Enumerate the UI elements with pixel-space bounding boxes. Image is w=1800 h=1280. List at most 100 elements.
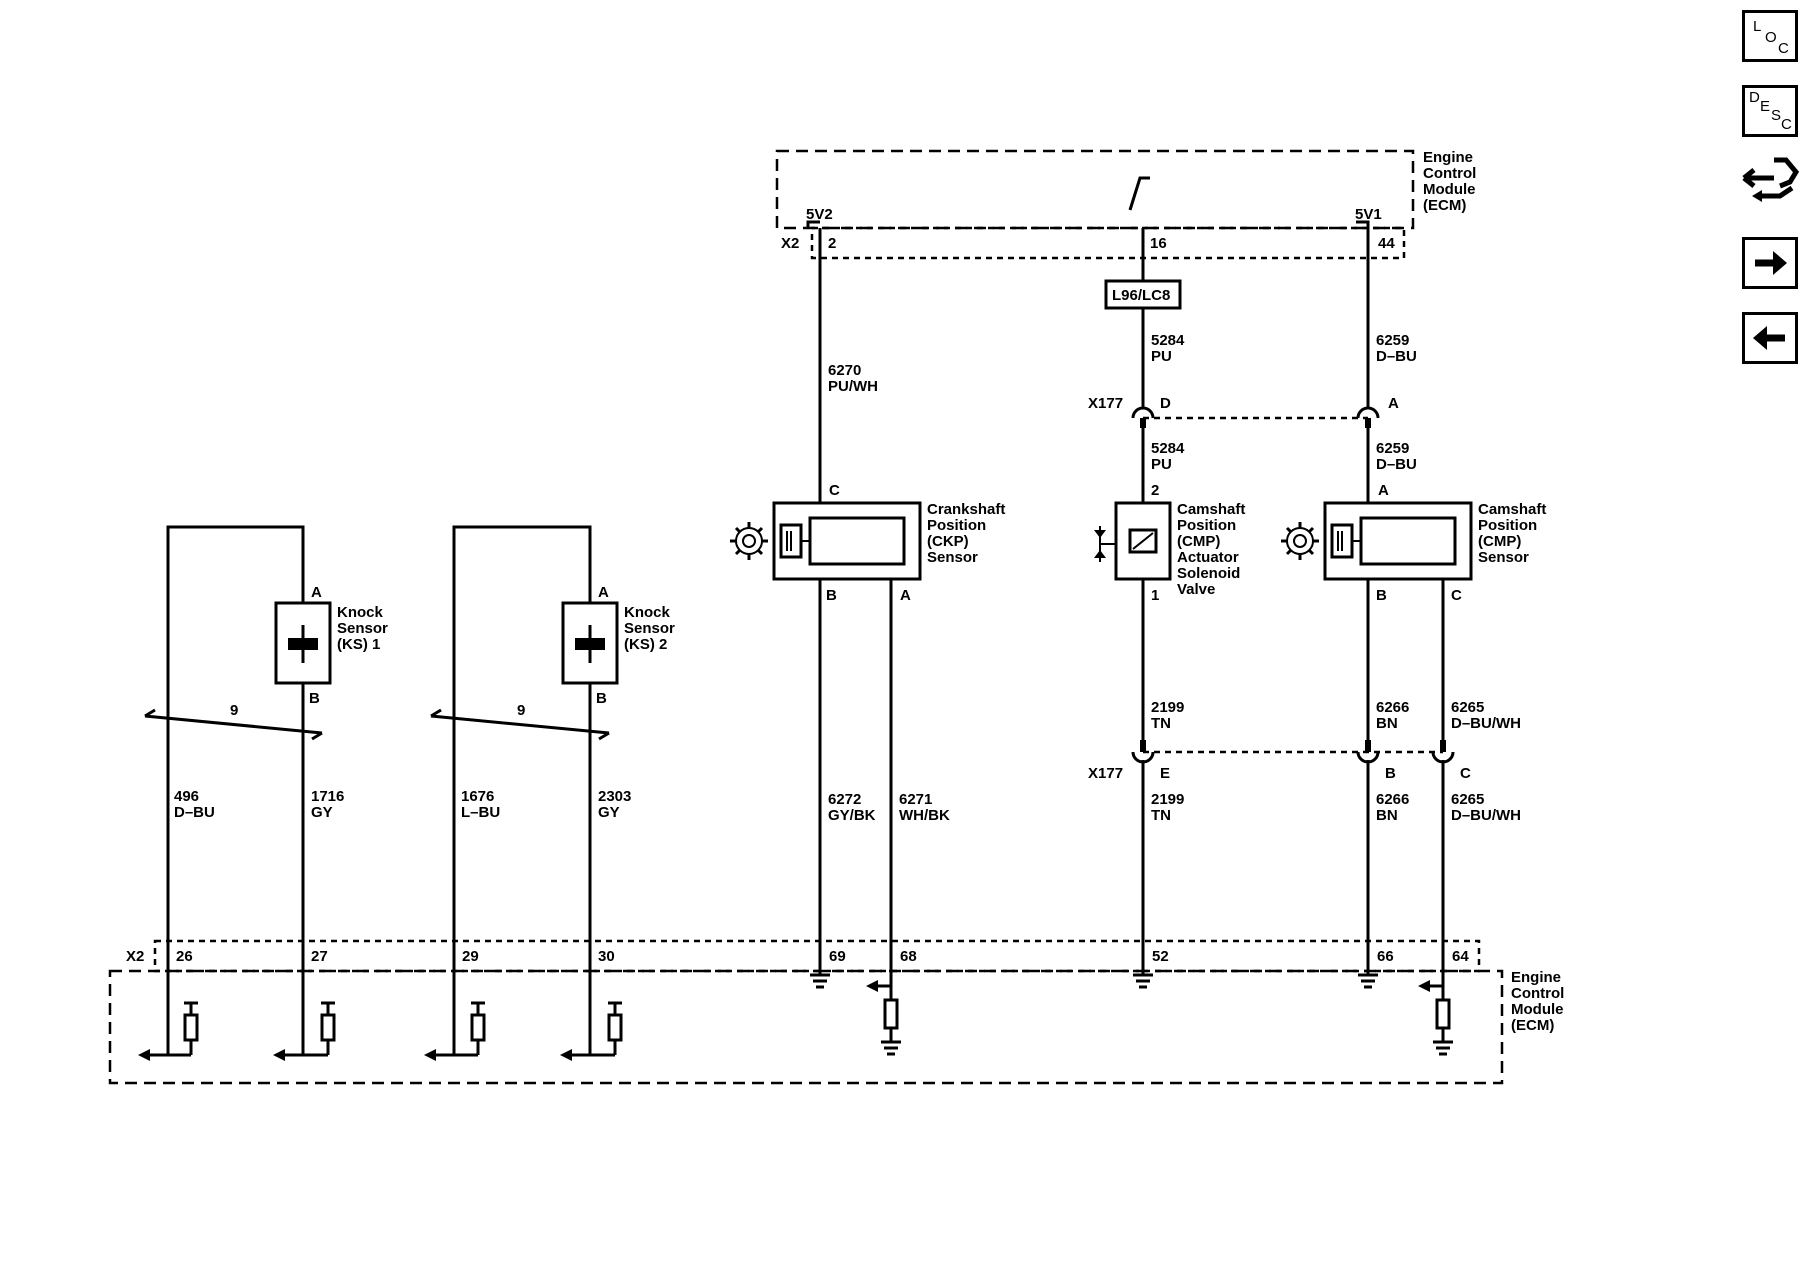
ks1-label-1: Knock bbox=[337, 604, 384, 621]
x177-top-pin-a: A bbox=[1388, 395, 1399, 412]
ecm-pin-30: 30 bbox=[598, 948, 615, 965]
wire-6266-bot-number: 6266 bbox=[1376, 791, 1409, 808]
wire-6272-color: GY/BK bbox=[828, 807, 876, 824]
ecm-pin-26: 26 bbox=[176, 948, 193, 965]
ks2-pin-b: B bbox=[596, 690, 607, 707]
loc-letter-c: C bbox=[1778, 40, 1789, 57]
wire-6265-bot-number: 6265 bbox=[1451, 791, 1484, 808]
wire-496-color: D–BU bbox=[174, 804, 215, 821]
ks2-pin-a: A bbox=[598, 584, 609, 601]
ecm-pin-29: 29 bbox=[462, 948, 479, 965]
ckp-pin-a: A bbox=[900, 587, 911, 604]
desc-letter-s: S bbox=[1771, 107, 1781, 124]
gear-icon bbox=[730, 522, 768, 560]
ks1-label-2: Sensor bbox=[337, 620, 388, 637]
previous-page-button[interactable] bbox=[1742, 312, 1798, 364]
cmp-sensor-label-1: Camshaft bbox=[1478, 501, 1546, 518]
gear-icon bbox=[1281, 522, 1319, 560]
description-button[interactable]: D E S C bbox=[1742, 85, 1798, 137]
ecm-top-connector-label: X2 bbox=[781, 235, 799, 252]
ecm-top-label-4: (ECM) bbox=[1423, 197, 1466, 214]
cmp-sensor-pin-b: B bbox=[1376, 587, 1387, 604]
wire-6270-number: 6270 bbox=[828, 362, 861, 379]
ckp-label-4: Sensor bbox=[927, 549, 978, 566]
ecm-pin-66: 66 bbox=[1377, 948, 1394, 965]
supply-5v2-line bbox=[806, 220, 820, 228]
ecm-bottom-label-2: Control bbox=[1511, 985, 1564, 1002]
desc-letter-e: E bbox=[1760, 98, 1770, 115]
cmp-valve-pin-2: 2 bbox=[1151, 482, 1159, 499]
ks1-shield-icon bbox=[144, 708, 323, 741]
ks2-label-3: (KS) 2 bbox=[624, 636, 667, 653]
ckp-pin-b: B bbox=[826, 587, 837, 604]
wire-1676-number: 1676 bbox=[461, 788, 494, 805]
ks1-piezo bbox=[288, 638, 318, 650]
ckp-pin-c: C bbox=[829, 482, 840, 499]
wire-2303-number: 2303 bbox=[598, 788, 631, 805]
cmp-valve-label-4: Actuator bbox=[1177, 549, 1239, 566]
cmp-valve-label-5: Solenoid bbox=[1177, 565, 1240, 582]
wire-5284-bot-color: PU bbox=[1151, 456, 1172, 473]
desc-letter-c: C bbox=[1781, 116, 1792, 133]
x177-top-pin-a-male bbox=[1365, 418, 1371, 428]
x177-top-pin-d-male bbox=[1140, 418, 1146, 428]
next-page-button[interactable] bbox=[1742, 237, 1798, 289]
supply-5v1-line bbox=[1356, 220, 1370, 228]
wire-2199-bot-number: 2199 bbox=[1151, 791, 1184, 808]
cmp-sensor-label-4: Sensor bbox=[1478, 549, 1529, 566]
switch-icon bbox=[1128, 176, 1150, 211]
ecm-top-label-1: Engine bbox=[1423, 149, 1473, 166]
location-button[interactable]: L O C bbox=[1742, 10, 1798, 62]
cmp-sensor-pin-a: A bbox=[1378, 482, 1389, 499]
loc-letter-o: O bbox=[1765, 29, 1777, 46]
x177-bottom-pin-b-icon bbox=[1356, 751, 1380, 764]
arrow-right-icon bbox=[1755, 251, 1787, 275]
wire-6266-top-number: 6266 bbox=[1376, 699, 1409, 716]
ecm-pin-69: 69 bbox=[829, 948, 846, 965]
x177-bottom-pin-e: E bbox=[1160, 765, 1170, 782]
ground-icon bbox=[1358, 973, 1378, 989]
wire-2199-top-color: TN bbox=[1151, 715, 1171, 732]
supply-5v1-label: 5V1 bbox=[1355, 206, 1382, 223]
wire-6259-bot-number: 6259 bbox=[1376, 440, 1409, 457]
ecm-pin-64: 64 bbox=[1452, 948, 1469, 965]
wire-6266-bot-color: BN bbox=[1376, 807, 1398, 824]
loc-letter-l: L bbox=[1753, 18, 1761, 35]
ecm-pin-27: 27 bbox=[311, 948, 328, 965]
option-box-l96-lc8 bbox=[1104, 279, 1182, 310]
ecm-bottom-label-3: Module bbox=[1511, 1001, 1564, 1018]
ecm-pin-68: 68 bbox=[900, 948, 917, 965]
ecm-bottom-label-4: (ECM) bbox=[1511, 1017, 1554, 1034]
cmp-sensor-element bbox=[1359, 516, 1457, 566]
ecm-top-connector-box bbox=[810, 226, 1406, 260]
wire-1716-number: 1716 bbox=[311, 788, 344, 805]
ecm-pin-44: 44 bbox=[1378, 235, 1395, 252]
ks2-b-input-circuit bbox=[560, 1001, 623, 1061]
ecm-top-label-2: Control bbox=[1423, 165, 1476, 182]
ecm-top-label-3: Module bbox=[1423, 181, 1476, 198]
x177-bottom-pin-b-male bbox=[1365, 740, 1371, 752]
wire-6272-number: 6272 bbox=[828, 791, 861, 808]
wire-6259-top-color: D–BU bbox=[1376, 348, 1417, 365]
arrow-left-icon bbox=[1753, 326, 1785, 350]
ecm-top-module-box bbox=[775, 149, 1415, 230]
ckp-signal-input-circuit bbox=[866, 980, 901, 1056]
cmp-sensor-pin-c: C bbox=[1451, 587, 1462, 604]
ecm-pin-16: 16 bbox=[1150, 235, 1167, 252]
x177-top-pin-d: D bbox=[1160, 395, 1171, 412]
ground-icon bbox=[810, 973, 830, 989]
wire-6271-number: 6271 bbox=[899, 791, 932, 808]
wire-6265-top-number: 6265 bbox=[1451, 699, 1484, 716]
ks2-label-1: Knock bbox=[624, 604, 671, 621]
desc-letter-d: D bbox=[1749, 89, 1760, 106]
wire-5284-bot-number: 5284 bbox=[1151, 440, 1185, 457]
ecm-pin-2: 2 bbox=[828, 235, 836, 252]
ks2-shield-icon bbox=[430, 708, 610, 741]
option-box-label: L96/LC8 bbox=[1112, 287, 1170, 304]
ckp-label-2: Position bbox=[927, 517, 986, 534]
connector-end-view-button[interactable] bbox=[1740, 152, 1800, 212]
x177-bottom-label: X177 bbox=[1088, 765, 1123, 782]
ckp-label-3: (CKP) bbox=[927, 533, 969, 550]
wire-496-number: 496 bbox=[174, 788, 199, 805]
